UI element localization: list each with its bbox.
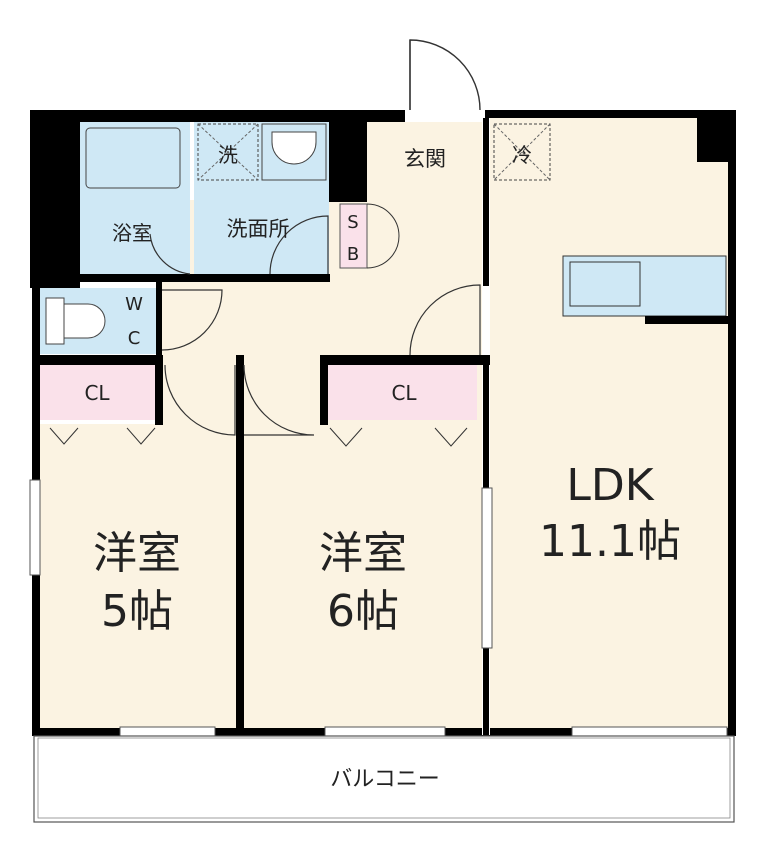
- fridge-cross-1: [493, 123, 551, 181]
- closet-mid-label: CL: [391, 381, 417, 405]
- wall-top-right: [485, 110, 735, 118]
- ldk-floor: [490, 118, 730, 728]
- sink-basin: [569, 261, 641, 307]
- wall-room-top-mid: [320, 355, 490, 365]
- wall-kitchen-line: [645, 316, 735, 324]
- ldk-name: LDK: [566, 460, 654, 511]
- entrance-floor: [367, 122, 485, 202]
- shoe-box-area: [339, 203, 368, 269]
- wall-wet-divider: [329, 122, 367, 202]
- toilet-label-c: C: [128, 328, 141, 349]
- western-left-name: 洋室: [93, 528, 181, 579]
- western-mid-name: 洋室: [319, 528, 407, 579]
- toilet-door: [161, 289, 223, 351]
- washroom-door: [269, 215, 329, 275]
- wall-right: [728, 110, 736, 735]
- washing-machine-cross-2: [197, 123, 259, 181]
- wall-bath-bottom: [80, 274, 330, 282]
- western-left-floor: [40, 424, 236, 728]
- wall-toilet-right: [156, 282, 162, 356]
- shoe-box-label-s: S: [347, 212, 358, 233]
- closet-mid-area: [327, 365, 477, 420]
- fridge-label: 冷: [512, 143, 532, 167]
- bathtub: [85, 127, 181, 189]
- closet-left-label: CL: [84, 381, 110, 405]
- wall-top-left: [30, 110, 80, 288]
- ldk-sliding-door: [481, 487, 493, 649]
- wall-closet-mid-side: [320, 355, 328, 425]
- shoe-box-door: [366, 203, 400, 269]
- balcony-area: [33, 735, 735, 823]
- wall-ldk-left-upper: [483, 118, 489, 286]
- closet-mid-doors: [329, 427, 468, 447]
- washroom-label: 洗面所: [227, 217, 290, 241]
- toilet-label-w: W: [125, 294, 143, 315]
- window-side-left: [29, 479, 41, 576]
- balcony-rail: [37, 737, 731, 819]
- closet-left-area: [40, 365, 155, 420]
- wall-closet-left-side: [155, 355, 163, 425]
- bath-door: [149, 233, 191, 275]
- fridge-cross-2: [493, 123, 551, 181]
- western-mid-size: 6帖: [327, 586, 399, 637]
- toilet-fixture: [45, 297, 106, 345]
- wall-room-top: [32, 355, 162, 365]
- entrance-door: [409, 39, 481, 111]
- room-left-door: [164, 364, 236, 436]
- balcony-label: バルコニー: [330, 767, 440, 792]
- closet-left-doors: [49, 427, 156, 445]
- corridor-door: [409, 284, 481, 356]
- room-mid-door: [243, 364, 315, 436]
- washing-machine-label: 洗: [218, 143, 238, 167]
- vanity-basin: [271, 131, 317, 165]
- ldk-size: 11.1帖: [539, 516, 681, 567]
- shoe-box-label-b: B: [347, 244, 359, 265]
- wall-top: [30, 110, 405, 122]
- wall-rooms-divider: [236, 355, 244, 735]
- western-left-size: 5帖: [101, 586, 173, 637]
- entrance-label: 玄関: [404, 147, 446, 171]
- western-mid-floor: [244, 424, 482, 728]
- bath-label: 浴室: [112, 221, 152, 245]
